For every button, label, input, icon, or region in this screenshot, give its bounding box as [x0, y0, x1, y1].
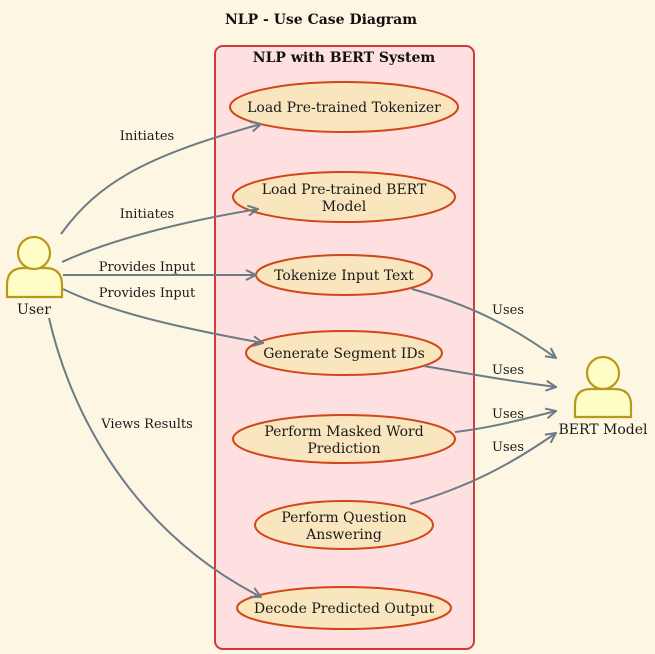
edge-label-initiates: Initiates — [120, 129, 174, 144]
use-case-label-line-2: Model — [322, 199, 367, 215]
actor-label: User — [17, 302, 51, 318]
use-case-label: Generate Segment IDs — [263, 346, 425, 362]
use-case-label-line-1: Perform Question — [281, 510, 406, 526]
use-case-decode-output[interactable]: Decode Predicted Output — [236, 586, 452, 630]
use-case-label-line-2: Answering — [305, 527, 382, 543]
edge-label-uses: Uses — [492, 303, 524, 318]
edge-label-uses: Uses — [492, 363, 524, 378]
edge-label-views-results: Views Results — [100, 417, 193, 432]
user-icon — [573, 355, 633, 419]
actor-label: BERT Model — [558, 422, 648, 438]
use-case-label: Decode Predicted Output — [254, 601, 435, 617]
use-case-masked-word-prediction[interactable]: Perform Masked Word Prediction — [232, 414, 456, 464]
use-case-load-tokenizer[interactable]: Load Pre-trained Tokenizer — [229, 81, 459, 133]
edge-label-initiates: Initiates — [120, 207, 174, 222]
edge-user-load-model — [61, 209, 258, 263]
use-case-load-bert-model[interactable]: Load Pre-trained BERT Model — [232, 171, 456, 223]
edge-user-load-tokenizer — [60, 124, 261, 235]
actor-bert-model[interactable]: BERT Model — [558, 355, 648, 438]
edge-label-uses: Uses — [492, 440, 524, 455]
system-title: NLP with BERT System — [253, 50, 436, 66]
edge-label-provides-input: Provides Input — [99, 260, 196, 275]
use-case-label-line-1: Load Pre-trained BERT — [262, 182, 427, 198]
edge-tokenize-bert — [411, 288, 556, 358]
use-case-tokenize-input[interactable]: Tokenize Input Text — [255, 254, 433, 296]
edge-qa-bert — [409, 433, 556, 505]
use-case-label-line-2: Prediction — [307, 441, 380, 457]
use-case-question-answering[interactable]: Perform Question Answering — [254, 500, 434, 550]
edge-masked-bert — [454, 411, 556, 433]
edge-label-provides-input: Provides Input — [99, 286, 196, 301]
edge-user-segment — [62, 288, 263, 343]
actor-user[interactable]: User — [5, 235, 64, 318]
edge-label-uses: Uses — [492, 407, 524, 422]
user-icon — [5, 235, 64, 299]
use-case-label: Load Pre-trained Tokenizer — [247, 100, 441, 116]
use-case-generate-segment-ids[interactable]: Generate Segment IDs — [245, 330, 443, 376]
use-case-label: Tokenize Input Text — [274, 268, 414, 284]
edge-user-decode — [48, 317, 261, 597]
diagram-title: NLP - Use Case Diagram — [225, 12, 417, 28]
use-case-label-line-1: Perform Masked Word — [264, 424, 423, 440]
edge-segment-bert — [423, 365, 556, 387]
